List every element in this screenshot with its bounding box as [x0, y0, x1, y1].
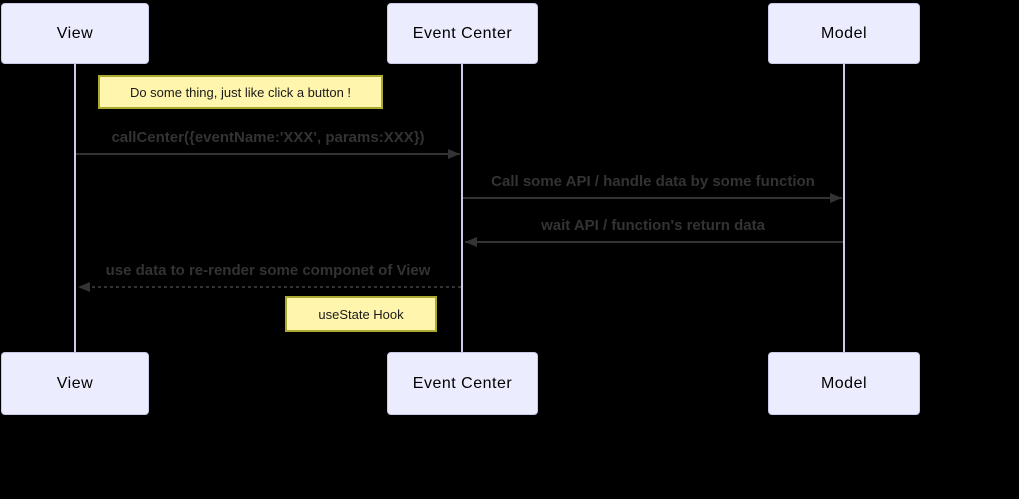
actor-model-label: Model: [820, 24, 868, 42]
message-rerender-label: use data to re-render some componet of V…: [105, 262, 431, 279]
actor-view-top: View: [1, 3, 149, 64]
actor-model-bottom: Model: [768, 352, 920, 415]
actor-event-center-bottom: Event Center: [387, 352, 538, 415]
note-usestate-hook: useState Hook: [285, 296, 437, 332]
actor-view-label: View: [56, 24, 94, 42]
note-click-button: Do some thing, just like click a button …: [98, 75, 383, 109]
message-wait-api-label: wait API / function's return data: [541, 217, 765, 234]
note-usestate-hook-text: useState Hook: [318, 306, 404, 322]
actor-view-bottom: View: [1, 352, 149, 415]
message-call-api-label: Call some API / handle data by some func…: [491, 173, 815, 190]
actor-model-top: Model: [768, 3, 920, 64]
message-callcenter-label: callCenter({eventName:'XXX', params:XXX}…: [111, 129, 425, 146]
actor-view-label-bottom: View: [56, 374, 94, 392]
actor-event-center-top: Event Center: [387, 3, 538, 64]
actor-model-label-bottom: Model: [820, 374, 868, 392]
actor-event-center-label-bottom: Event Center: [412, 374, 513, 392]
note-click-button-text: Do some thing, just like click a button …: [129, 84, 352, 100]
actor-event-center-label: Event Center: [412, 24, 513, 42]
